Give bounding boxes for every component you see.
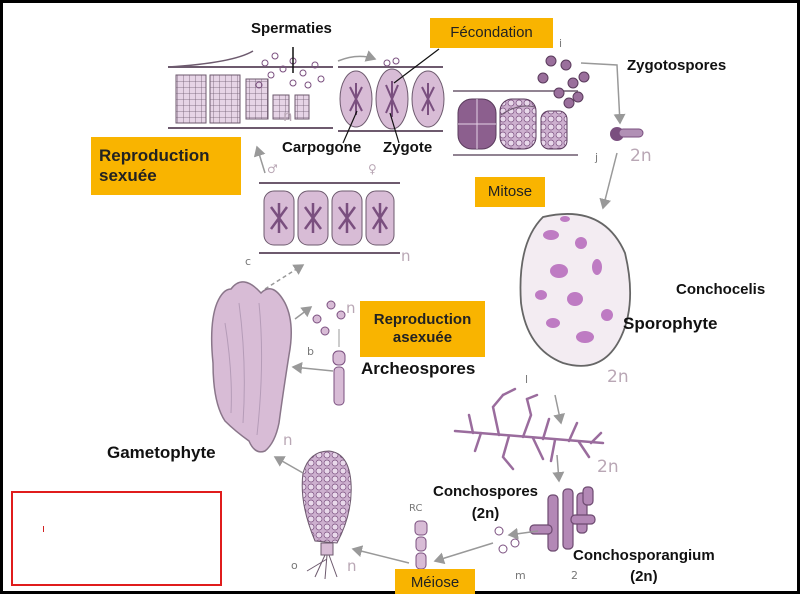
label-archeospores: Archeospores (361, 359, 476, 378)
conchosporangium (529, 486, 596, 552)
label-meiose: Méiose (395, 569, 475, 594)
arrow-archeospores-to-gametophyte (291, 361, 334, 374)
ploidy-n-top: n (283, 107, 293, 125)
figure-letter-o: o (291, 559, 298, 572)
zygotospore-dots (537, 55, 590, 109)
zygote-pointer (389, 112, 400, 144)
label-sporophyte: Sporophyte (623, 314, 718, 333)
ploidy-2n-branch: 2n (597, 457, 619, 477)
ploidy-n-bottom: n (347, 557, 357, 575)
label-mitose: Mitose (475, 177, 545, 207)
label-zygotospores: Zygotospores (627, 57, 727, 74)
label-spermaties: Spermaties (251, 20, 332, 37)
label-zygote: Zygote (383, 139, 433, 156)
gametophyte-blade (210, 281, 292, 453)
arrow-to-archeospores (294, 306, 313, 320)
label-conchosporangium: Conchosporangium (2n) (573, 547, 715, 585)
label-fecondation: Fécondation (430, 18, 553, 48)
arrow-to-sporophyte (599, 152, 618, 210)
arrow-to-zygotospore-germ (580, 62, 626, 125)
figure-letter-2: 2 (571, 569, 578, 582)
archeospore-cells (312, 300, 346, 406)
ploidy-n-mid: n (401, 247, 411, 265)
empty-box-mark: ı (42, 523, 46, 535)
fecondation-filament (338, 57, 445, 132)
label-carpogone: Carpogone (282, 139, 362, 156)
label-conchospores: Conchospores (2n) (433, 483, 539, 522)
arrow-c-to-spermatia (253, 145, 266, 174)
carpogone-pointer (342, 110, 358, 144)
figure-letter-m: m (515, 569, 526, 582)
sporophyte-shell (519, 213, 632, 367)
figure-letter-j: j (595, 151, 599, 164)
arrow-branches-to-conchosporangium (552, 454, 565, 483)
germinating-zygotospore (610, 127, 644, 141)
label-gametophyte: Gametophyte (107, 443, 216, 462)
life-cycle-illustration (167, 47, 644, 580)
gametangia-filament (259, 182, 400, 254)
figure-letter-rc: RC (409, 503, 423, 514)
sporophyte-spots (535, 216, 613, 343)
male-symbol: ♂ (267, 162, 278, 176)
label-conchocelis: Conchocelis (676, 281, 766, 298)
ploidy-2n-j: 2n (630, 146, 652, 166)
arrow-gametophyte-to-c (264, 264, 305, 290)
conchocelis-branches (453, 387, 605, 471)
label-reproduction-asexuee: Reproduction asexuée (360, 301, 485, 357)
young-gametophyte (301, 450, 352, 580)
ploidy-n-archeo: n (346, 299, 356, 317)
figure-letter-c: c (245, 255, 252, 268)
fecondation-pointer (393, 48, 440, 84)
ploidy-n-game: n (283, 431, 293, 449)
arrow-sporophyte-to-branches (553, 394, 565, 425)
empty-answer-box: ı (11, 491, 222, 586)
ploidy-2n-spore: 2n (607, 367, 629, 387)
figure-letter-l: l (525, 373, 529, 386)
arrow-conchospores-to-germling (433, 542, 494, 565)
arrow-spermatia-to-fecondation (337, 50, 377, 62)
figure-letter-i: i (559, 37, 563, 50)
arrow-to-conchospores (507, 527, 539, 540)
conchospore-germling (414, 520, 428, 570)
label-reproduction-sexuee: Reproduction sexuée (91, 137, 241, 195)
diagram-slide: Spermaties Fécondation Zygotospores Carp… (3, 3, 797, 594)
female-symbol: ♀ (368, 162, 377, 176)
figure-letter-b: b (307, 345, 314, 358)
spermatia-filament (167, 50, 333, 129)
mitosis-cells (453, 90, 578, 156)
arrow-germling-to-young-blade (351, 545, 410, 564)
arrow-young-to-gametophyte (273, 456, 304, 474)
conchospores-cells (494, 526, 520, 554)
spermatia-dots (255, 52, 325, 89)
